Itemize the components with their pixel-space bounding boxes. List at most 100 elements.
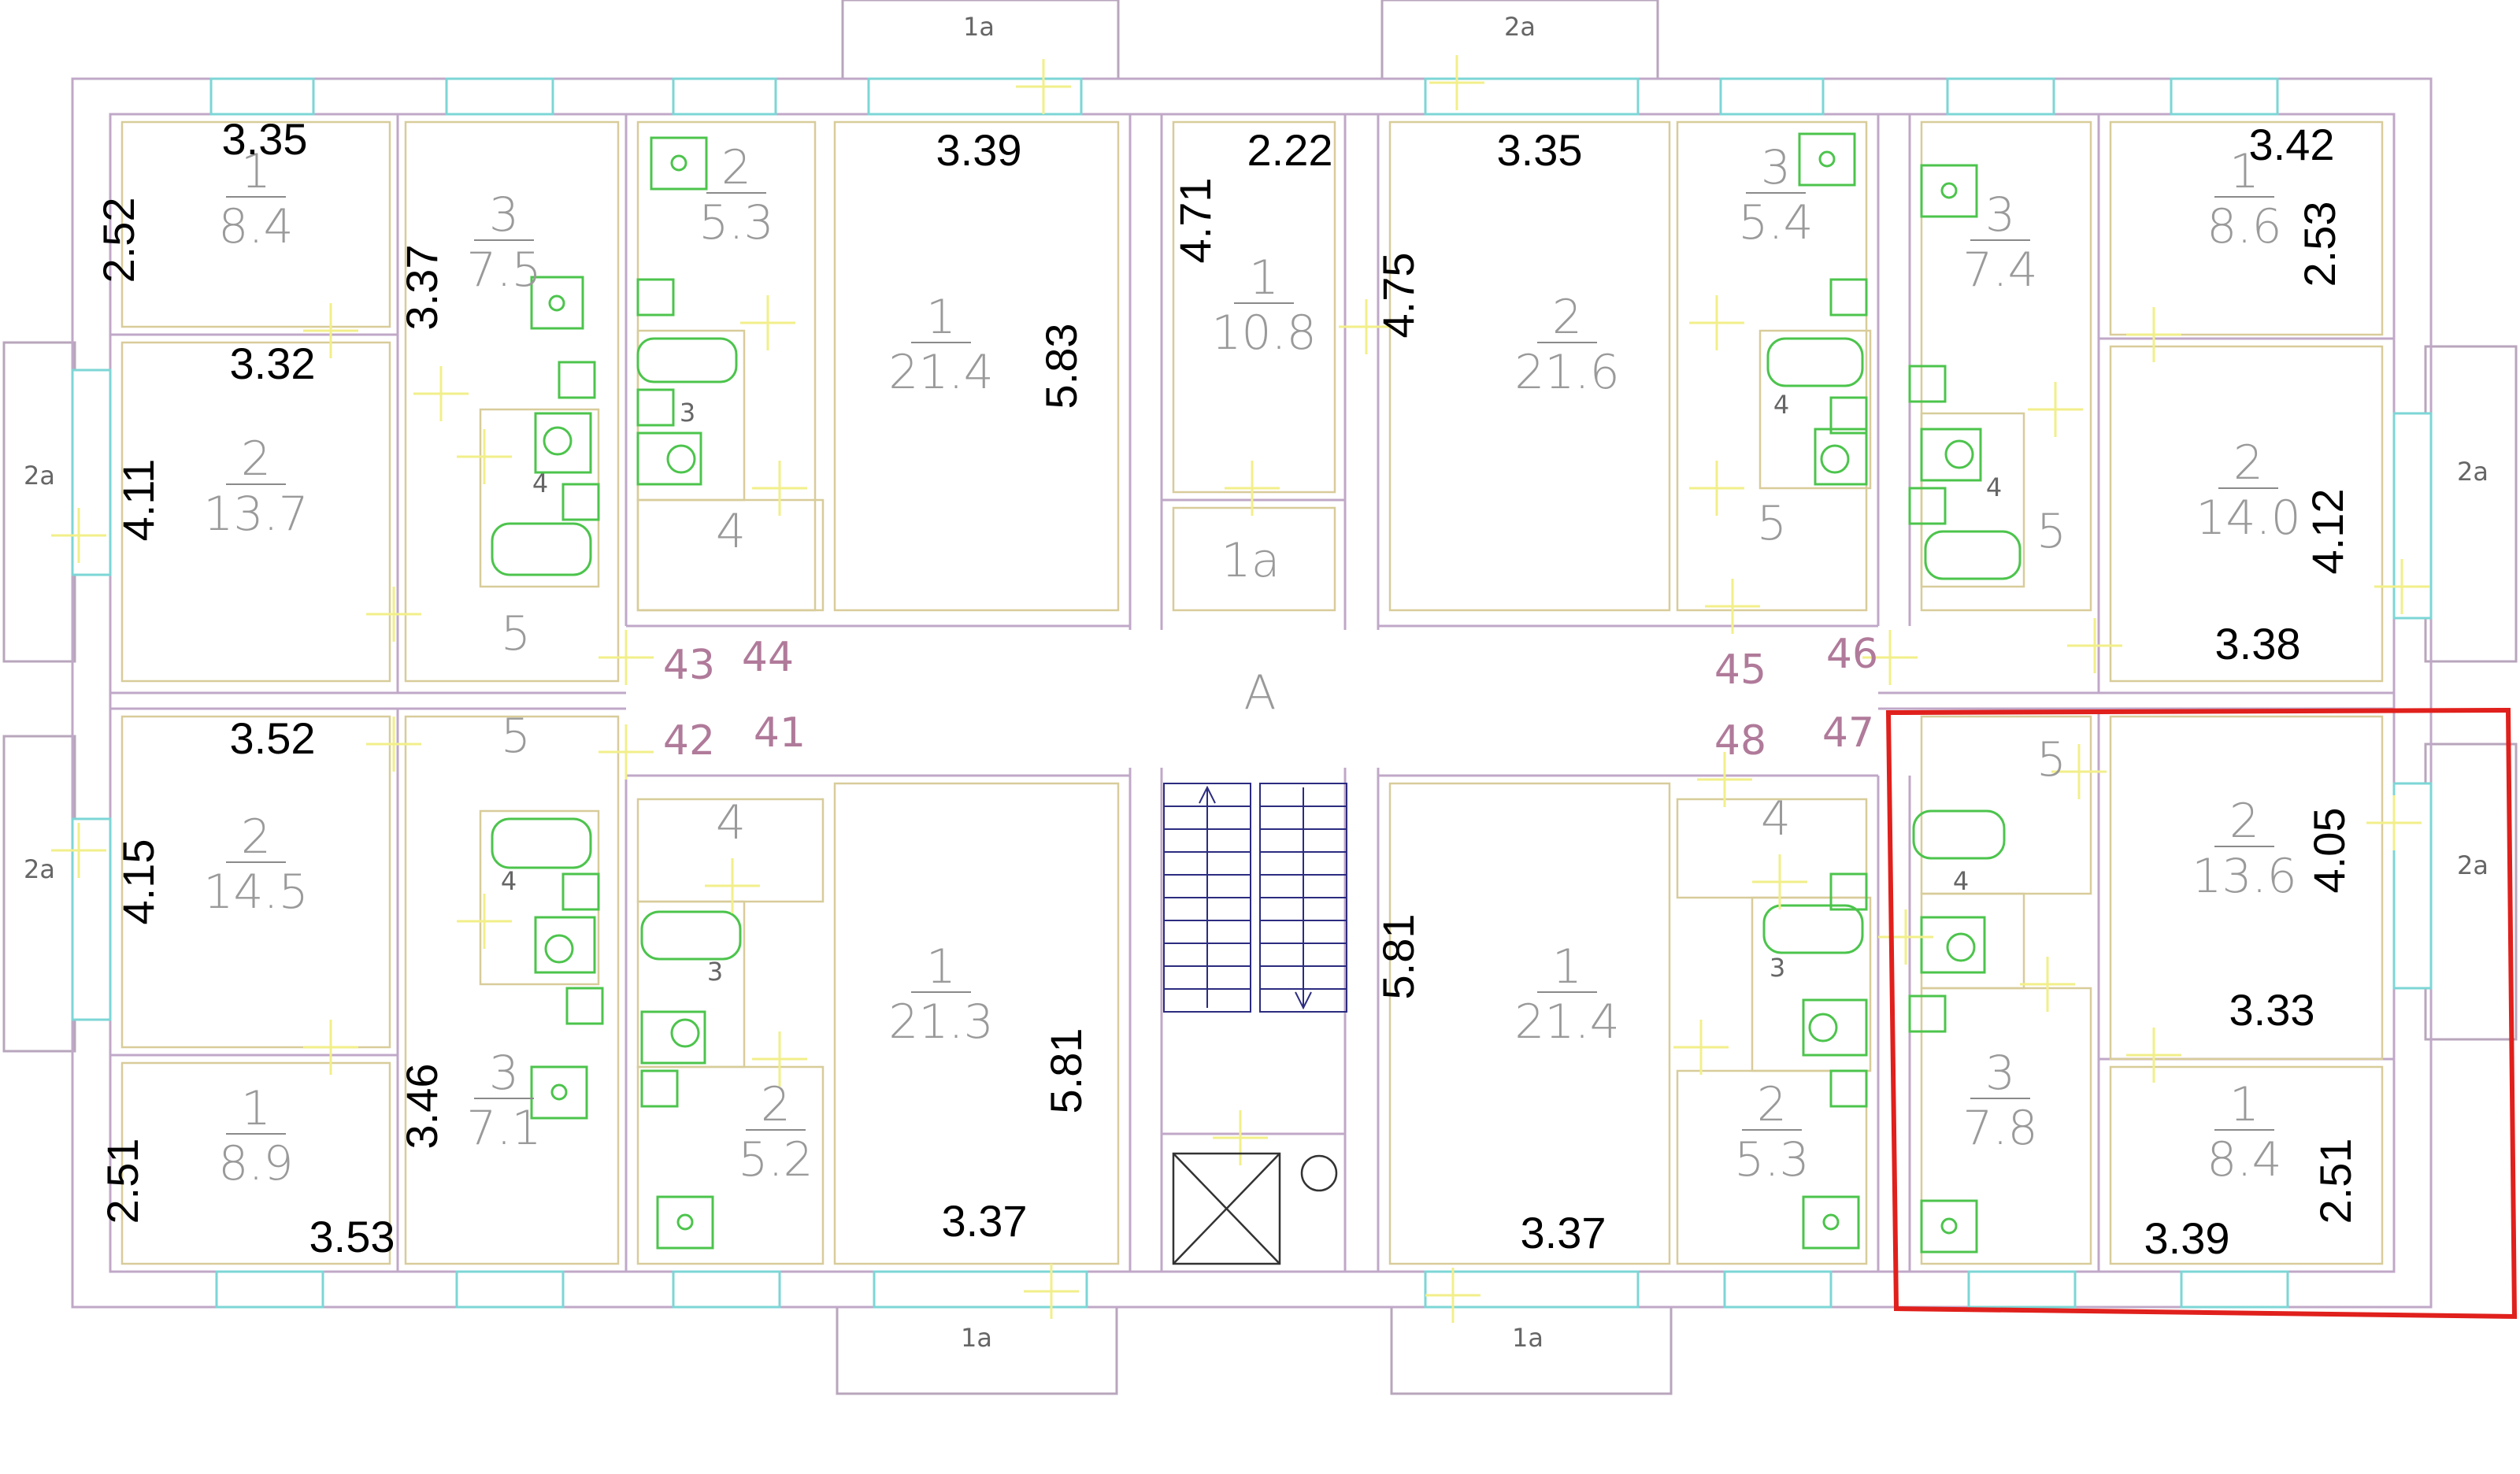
room-number: 4 bbox=[1761, 791, 1791, 846]
partition bbox=[479, 809, 600, 986]
toilet-icon bbox=[534, 412, 592, 474]
stove-icon bbox=[650, 136, 708, 191]
stove-icon bbox=[1940, 1217, 1958, 1235]
room-area: 10.8 bbox=[1211, 306, 1317, 361]
room-area: 8.9 bbox=[218, 1136, 293, 1191]
dimension-label: 3.52 bbox=[230, 713, 316, 763]
bathroom-number: 3 bbox=[680, 398, 695, 428]
room-area: 14.0 bbox=[2196, 491, 2301, 546]
partition bbox=[120, 715, 391, 1049]
room-number: 3 bbox=[489, 187, 519, 243]
bathtub-icon bbox=[640, 910, 742, 961]
stove-icon bbox=[1802, 1195, 1860, 1250]
room-label: 25.3 bbox=[699, 140, 773, 250]
partition bbox=[2109, 715, 2384, 1061]
room-label: 213.6 bbox=[2192, 794, 2297, 904]
bathtub-icon bbox=[1766, 337, 1864, 387]
dimension-label: 2.51 bbox=[98, 1139, 147, 1224]
room-area: 7.5 bbox=[466, 243, 541, 298]
bathroom-number: 4 bbox=[1773, 390, 1789, 420]
apartment-number: 44 bbox=[742, 634, 794, 681]
room-number: 2 bbox=[1757, 1077, 1787, 1132]
staircase bbox=[1163, 783, 1347, 1013]
room-number: 2 bbox=[761, 1077, 791, 1132]
room-label: 121.4 bbox=[888, 290, 994, 400]
balcony-right-2 bbox=[2424, 743, 2518, 1041]
toilet-icon bbox=[1814, 428, 1868, 486]
apartment-number: 41 bbox=[754, 709, 806, 757]
balcony-label: 2a bbox=[24, 461, 55, 491]
room-number: 4 bbox=[716, 504, 746, 559]
dimension-label: 3.38 bbox=[2215, 619, 2301, 668]
sink-icon bbox=[1829, 396, 1868, 435]
room-number: 1a bbox=[1221, 533, 1280, 588]
stove-icon bbox=[1818, 150, 1836, 168]
window bbox=[867, 77, 1083, 116]
room-number: 5 bbox=[2036, 732, 2066, 787]
room-area: 5.2 bbox=[738, 1132, 813, 1187]
bathroom-number: 4 bbox=[1986, 472, 2002, 502]
room-area: 8.4 bbox=[2207, 1132, 2281, 1187]
room-area: 21.3 bbox=[888, 994, 994, 1050]
partition bbox=[1388, 120, 1671, 612]
toilet-icon bbox=[1946, 932, 1976, 962]
apartment-number: 43 bbox=[663, 642, 715, 689]
balcony-label: 1a bbox=[963, 12, 995, 42]
dimension-label: 3.46 bbox=[397, 1064, 447, 1150]
stair-arrow-up-icon bbox=[1199, 785, 1216, 804]
room-label: 18.6 bbox=[2207, 144, 2281, 254]
partition bbox=[636, 498, 825, 612]
dimension-label: 5.83 bbox=[1036, 324, 1086, 409]
balcony-left-1 bbox=[2, 341, 76, 663]
room-area: 5.4 bbox=[1738, 195, 1813, 250]
toilet-icon bbox=[544, 934, 574, 964]
sink-icon bbox=[1829, 1069, 1868, 1108]
bathtub-icon bbox=[491, 522, 592, 576]
toilet-icon bbox=[1920, 916, 1986, 974]
dimension-label: 3.53 bbox=[309, 1212, 395, 1261]
room-label: 37.1 bbox=[466, 1046, 541, 1156]
apartment-number: 45 bbox=[1714, 646, 1766, 694]
dimension-label: 4.15 bbox=[113, 839, 163, 925]
partition bbox=[1751, 896, 1872, 1072]
dimension-label: 3.32 bbox=[230, 339, 316, 388]
stove-icon bbox=[1920, 1199, 1978, 1254]
partition bbox=[2109, 1065, 2384, 1265]
room-number: 5 bbox=[1757, 496, 1787, 551]
window bbox=[672, 1270, 781, 1309]
apartment-number: 46 bbox=[1826, 631, 1878, 678]
sink-icon bbox=[1829, 278, 1868, 317]
bathroom-number: 4 bbox=[532, 468, 548, 498]
dimension-label: 5.81 bbox=[1041, 1028, 1091, 1114]
partition bbox=[833, 782, 1120, 1265]
stove-icon bbox=[676, 1213, 694, 1231]
sink-icon bbox=[558, 361, 596, 399]
room-number: 5 bbox=[2036, 504, 2066, 559]
dimension-label: 3.42 bbox=[2249, 120, 2335, 169]
room-area: 21.4 bbox=[888, 345, 994, 400]
room-number: 1 bbox=[926, 939, 956, 994]
balcony-right-1 bbox=[2424, 345, 2518, 663]
partition bbox=[833, 120, 1120, 612]
room-label: 121.4 bbox=[1514, 939, 1620, 1050]
dimension-label: 5.81 bbox=[1373, 914, 1423, 1000]
highlighted-apartment-outline bbox=[1885, 707, 2518, 1320]
sink-icon bbox=[1908, 994, 1947, 1033]
partition bbox=[120, 120, 391, 328]
dimension-label: 2.53 bbox=[2295, 202, 2344, 287]
toilet-icon bbox=[543, 426, 573, 456]
dimension-label: 3.35 bbox=[222, 114, 308, 164]
room-number: 2 bbox=[2233, 435, 2263, 491]
partition bbox=[120, 341, 391, 683]
dimension-label: 3.35 bbox=[1497, 125, 1583, 175]
dimension-labels: 3.352.523.373.324.113.395.832.224.714.75… bbox=[94, 114, 2360, 1263]
outer-wall bbox=[71, 77, 2433, 1309]
dimension-label: 3.37 bbox=[397, 245, 447, 331]
partition bbox=[404, 120, 620, 683]
corridor-label: A bbox=[1243, 665, 1276, 720]
partition bbox=[636, 900, 746, 1068]
